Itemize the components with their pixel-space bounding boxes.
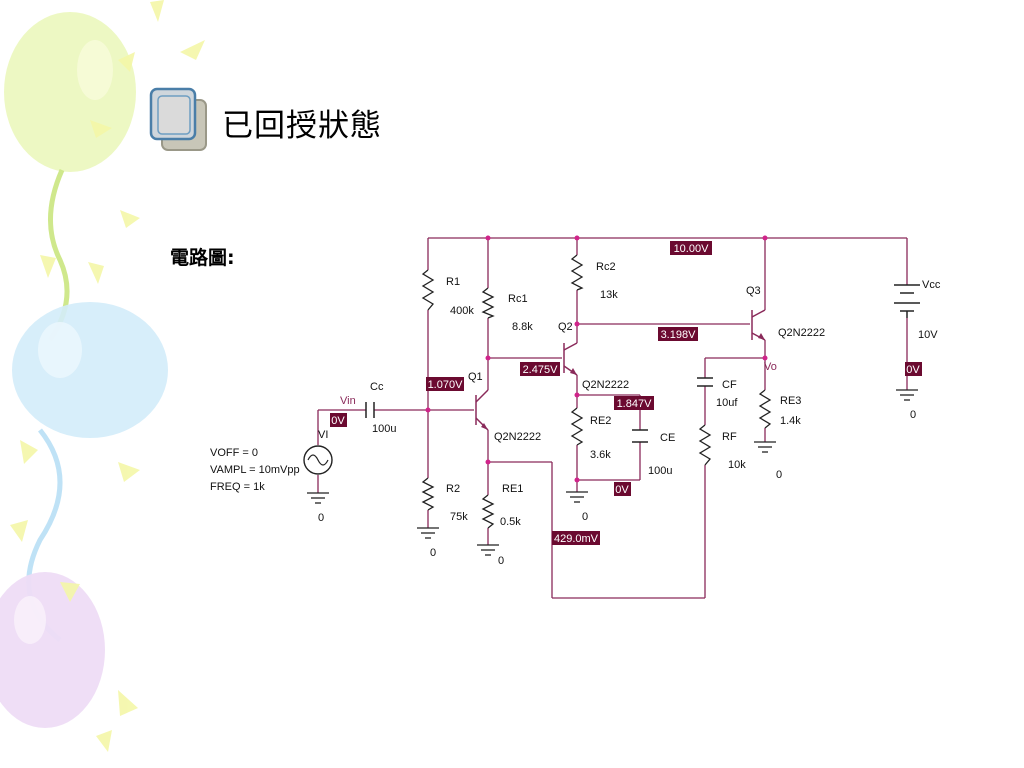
svg-text:429.0mV: 429.0mV xyxy=(554,533,599,545)
resistor-r2 xyxy=(421,477,435,511)
resistor-re2 xyxy=(570,407,584,446)
svg-text:3.198V: 3.198V xyxy=(661,329,697,341)
label-source-vampl: VAMPL = 10mVpp xyxy=(210,464,300,476)
voltage-label-q3-base: 3.198V xyxy=(658,327,698,341)
label-re2-name: RE2 xyxy=(590,415,611,427)
label-r2-name: R2 xyxy=(446,483,460,495)
resistor-re3 xyxy=(758,389,772,429)
label-cc-name: Cc xyxy=(370,381,384,393)
svg-text:1.070V: 1.070V xyxy=(428,379,464,391)
resistor-symbols xyxy=(421,254,772,529)
voltage-label-vin-node: 0V xyxy=(330,413,347,427)
label-q3-model: Q2N2222 xyxy=(778,327,825,339)
label-source-voff: VOFF = 0 xyxy=(210,447,258,459)
svg-text:1.847V: 1.847V xyxy=(617,398,653,410)
label-rc1-name: Rc1 xyxy=(508,293,528,305)
label-ground-re3: 0 xyxy=(776,469,782,481)
svg-text:10.00V: 10.00V xyxy=(674,243,710,255)
capacitor-ce xyxy=(632,429,648,443)
ground-symbols xyxy=(307,389,918,556)
voltage-label-vcc-bottom: 0V xyxy=(905,362,922,376)
ac-source-symbol xyxy=(303,445,333,475)
label-ground-re1: 0 xyxy=(498,555,504,567)
label-q2-name: Q2 xyxy=(558,321,573,333)
svg-text:0V: 0V xyxy=(906,364,920,376)
ground-re2 xyxy=(566,491,588,503)
capacitor-cf xyxy=(697,377,713,387)
wires xyxy=(317,237,908,599)
voltage-label-q2-emitter: 1.847V xyxy=(614,396,654,410)
voltage-label-vcc-rail: 10.00V xyxy=(670,241,712,255)
emitter-arrows xyxy=(481,333,765,430)
label-source-freq: FREQ = 1k xyxy=(210,481,265,493)
resistor-rc1 xyxy=(481,287,495,319)
svg-text:0V: 0V xyxy=(331,415,345,427)
balloon-lavender xyxy=(0,572,105,728)
label-re3-name: RE3 xyxy=(780,395,801,407)
label-vin-node: Vin xyxy=(340,395,356,407)
label-cc-value: 100u xyxy=(372,423,396,435)
label-ce-value: 100u xyxy=(648,465,672,477)
label-cf-name: CF xyxy=(722,379,737,391)
slide-title: 已回授狀態 xyxy=(222,108,382,144)
label-q3-name: Q3 xyxy=(746,285,761,297)
component-labels: R1 400k Rc1 8.8k R2 75k RE1 0.5k Rc2 13k… xyxy=(210,261,941,567)
label-ground-r2: 0 xyxy=(430,547,436,559)
title-bullet-icon xyxy=(149,87,207,151)
ground-re3 xyxy=(754,441,776,453)
label-ce-name: CE xyxy=(660,432,675,444)
resistor-re1 xyxy=(481,494,495,529)
label-r1-value: 400k xyxy=(450,305,474,317)
capacitor-symbols xyxy=(365,377,713,443)
ground-r2 xyxy=(417,527,439,539)
svg-text:0V: 0V xyxy=(615,484,629,496)
resistor-rf xyxy=(698,424,712,466)
circuit-diagram-label: 電路圖: xyxy=(170,247,235,269)
label-q1-model: Q2N2222 xyxy=(494,431,541,443)
voltage-label-ce-bottom: 0V xyxy=(614,482,631,496)
voltage-label-q2-base: 2.475V xyxy=(520,362,560,376)
label-ground-source: 0 xyxy=(318,512,324,524)
node-dots xyxy=(425,235,768,483)
label-rc2-name: Rc2 xyxy=(596,261,616,273)
label-rc1-value: 8.8k xyxy=(512,321,533,333)
label-rc2-value: 13k xyxy=(600,289,618,301)
resistor-rc2 xyxy=(570,254,584,291)
label-vcc-value: 10V xyxy=(918,329,938,341)
balloon-yellow-green xyxy=(4,12,136,342)
label-ground-re2: 0 xyxy=(582,511,588,523)
voltage-label-re1-node: 429.0mV xyxy=(552,531,600,545)
capacitor-cc xyxy=(365,402,375,418)
label-q2-model: Q2N2222 xyxy=(582,379,629,391)
circuit-schematic: 10.00V 1.070V 2.475V 3.198V 1.847V 429.0… xyxy=(210,235,941,599)
voltage-labels: 10.00V 1.070V 2.475V 3.198V 1.847V 429.0… xyxy=(330,241,922,545)
resistor-r1 xyxy=(421,269,435,311)
label-re2-value: 3.6k xyxy=(590,449,611,461)
label-r1-name: R1 xyxy=(446,276,460,288)
label-q1-name: Q1 xyxy=(468,371,483,383)
label-cf-value: 10uf xyxy=(716,397,738,409)
ground-source xyxy=(307,492,329,504)
label-r2-value: 75k xyxy=(450,511,468,523)
label-re1-name: RE1 xyxy=(502,483,523,495)
ground-re1 xyxy=(477,544,499,556)
label-re1-value: 0.5k xyxy=(500,516,521,528)
label-source-ref: VI xyxy=(318,429,328,441)
label-rf-name: RF xyxy=(722,431,737,443)
label-output-node: Vo xyxy=(764,361,777,373)
label-re3-value: 1.4k xyxy=(780,415,801,427)
label-ground-vcc: 0 xyxy=(910,409,916,421)
label-rf-value: 10k xyxy=(728,459,746,471)
ground-vcc xyxy=(896,389,918,401)
star-rays xyxy=(10,0,205,752)
battery-vcc-symbol xyxy=(894,284,920,318)
label-vcc-name: Vcc xyxy=(922,279,941,291)
svg-text:2.475V: 2.475V xyxy=(523,364,559,376)
voltage-label-q1-base: 1.070V xyxy=(426,377,464,391)
